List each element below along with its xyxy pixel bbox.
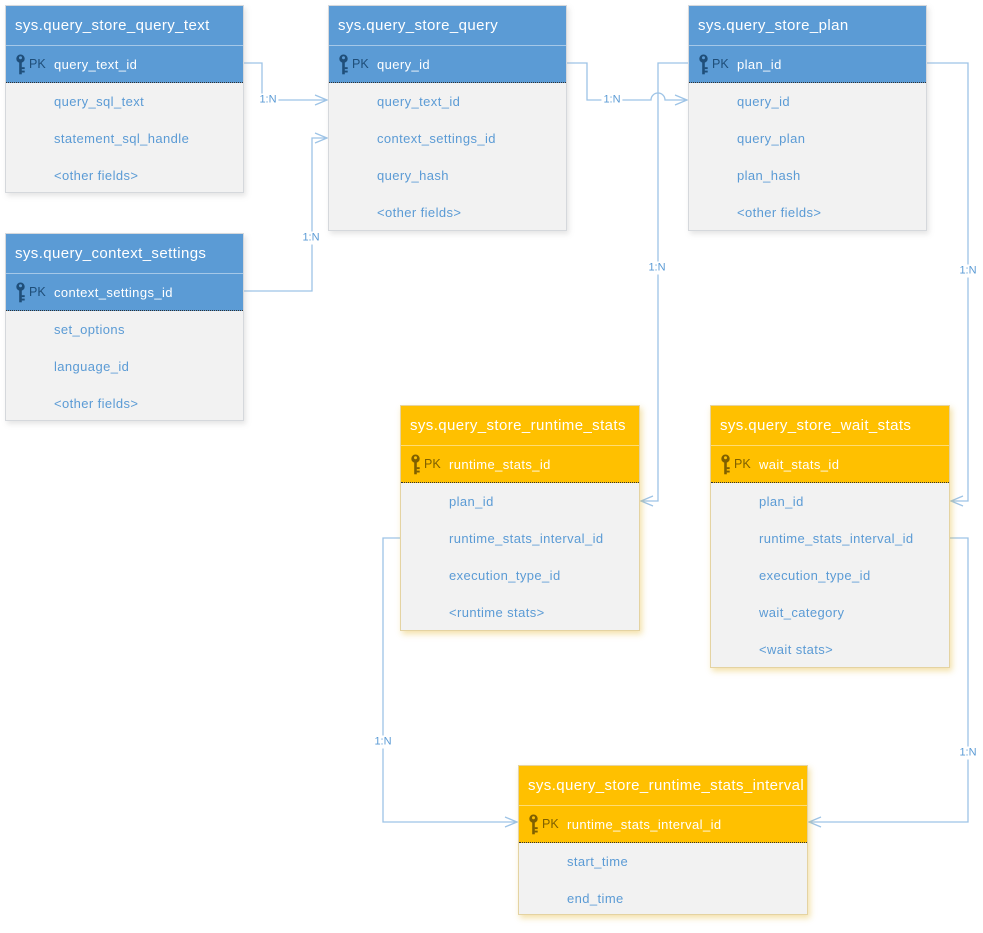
connector-plan-to-waitstats: [927, 62, 969, 502]
pk-badge: PK: [542, 817, 559, 831]
field-row: <other fields>: [54, 168, 139, 183]
field-row: query_hash: [377, 168, 449, 183]
table-query-store-query: sys.query_store_query PK query_id query_…: [328, 5, 567, 231]
field-row: context_settings_id: [377, 131, 496, 146]
key-icon: [411, 454, 420, 474]
table-title: sys.query_store_wait_stats: [711, 406, 949, 445]
field-row: <other fields>: [737, 205, 822, 220]
pk-row: PK runtime_stats_id: [401, 445, 639, 483]
pk-field-name: query_text_id: [54, 56, 138, 72]
pk-badge: PK: [29, 57, 46, 71]
pk-row: PK runtime_stats_interval_id: [519, 805, 807, 843]
table-title: sys.query_store_plan: [689, 6, 926, 45]
pk-field-name: wait_stats_id: [759, 456, 840, 472]
cardinality-label: 1:N: [957, 746, 979, 760]
table-query-store-wait-stats: sys.query_store_wait_stats PK wait_stats…: [710, 405, 950, 668]
field-row: query_id: [737, 94, 791, 109]
field-row: <wait stats>: [759, 642, 834, 657]
connector-plan-to-runtimestats: [643, 62, 688, 502]
cardinality-label: 1:N: [957, 264, 979, 278]
table-query-context-settings: sys.query_context_settings PK context_se…: [5, 233, 244, 421]
cardinality-label: 1:N: [646, 261, 668, 275]
pk-field-name: context_settings_id: [54, 284, 173, 300]
table-query-store-runtime-stats: sys.query_store_runtime_stats PK runtime…: [400, 405, 640, 631]
pk-row: PK plan_id: [689, 45, 926, 83]
pk-field-name: runtime_stats_id: [449, 456, 551, 472]
cardinality-label: 1:N: [601, 93, 623, 107]
pk-field-name: runtime_stats_interval_id: [567, 816, 722, 832]
arrowhead-icon: [639, 495, 654, 507]
table-title: sys.query_store_runtime_stats: [401, 406, 639, 445]
pk-badge: PK: [29, 285, 46, 299]
cardinality-label: 1:N: [372, 735, 394, 749]
pk-row: PK wait_stats_id: [711, 445, 949, 483]
arrowhead-icon: [314, 94, 329, 106]
field-row: wait_category: [759, 605, 845, 620]
cardinality-label: 1:N: [257, 93, 279, 107]
cardinality-label: 1:N: [300, 231, 322, 245]
field-row: set_options: [54, 322, 125, 337]
key-icon: [529, 814, 538, 834]
table-query-store-runtime-stats-interval: sys.query_store_runtime_stats_interval P…: [518, 765, 808, 915]
connector-waitstats-to-interval: [811, 537, 969, 823]
connector-query-to-plan: [567, 62, 685, 101]
key-icon: [16, 282, 25, 302]
field-row: query_sql_text: [54, 94, 145, 109]
pk-row: PK query_text_id: [6, 45, 243, 83]
connector-querytext-to-query: [244, 62, 325, 101]
pk-row: PK query_id: [329, 45, 566, 83]
key-icon: [16, 54, 25, 74]
field-row: execution_type_id: [449, 568, 561, 583]
field-row: <other fields>: [54, 396, 139, 411]
field-row: start_time: [567, 854, 629, 869]
table-query-store-query-text: sys.query_store_query_text PK query_text…: [5, 5, 244, 193]
table-query-store-plan: sys.query_store_plan PK plan_id query_id…: [688, 5, 927, 231]
table-title: sys.query_store_runtime_stats_interval: [519, 766, 807, 805]
field-row: query_text_id: [377, 94, 461, 109]
field-row: <runtime stats>: [449, 605, 545, 620]
arrowhead-icon: [949, 495, 964, 507]
field-row: query_plan: [737, 131, 806, 146]
field-row: plan_id: [449, 494, 494, 509]
pk-badge: PK: [352, 57, 369, 71]
pk-field-name: query_id: [377, 56, 431, 72]
field-row: end_time: [567, 891, 624, 906]
field-row: statement_sql_handle: [54, 131, 190, 146]
table-title: sys.query_store_query: [329, 6, 566, 45]
connector-runtimestats-to-interval: [382, 537, 515, 823]
field-row: <other fields>: [377, 205, 462, 220]
arrowhead-icon: [807, 816, 822, 828]
pk-row: PK context_settings_id: [6, 273, 243, 311]
pk-field-name: plan_id: [737, 56, 782, 72]
table-title: sys.query_store_query_text: [6, 6, 243, 45]
field-row: runtime_stats_interval_id: [759, 531, 914, 546]
field-row: execution_type_id: [759, 568, 871, 583]
arrowhead-icon: [314, 132, 329, 144]
arrowhead-icon: [504, 816, 519, 828]
field-row: language_id: [54, 359, 130, 374]
field-row: plan_id: [759, 494, 804, 509]
key-icon: [721, 454, 730, 474]
field-row: plan_hash: [737, 168, 801, 183]
pk-badge: PK: [734, 457, 751, 471]
connector-contextsettings-to-query: [244, 137, 325, 292]
table-title: sys.query_context_settings: [6, 234, 243, 273]
field-row: runtime_stats_interval_id: [449, 531, 604, 546]
pk-badge: PK: [712, 57, 729, 71]
pk-badge: PK: [424, 457, 441, 471]
key-icon: [339, 54, 348, 74]
key-icon: [699, 54, 708, 74]
arrowhead-icon: [674, 94, 689, 106]
